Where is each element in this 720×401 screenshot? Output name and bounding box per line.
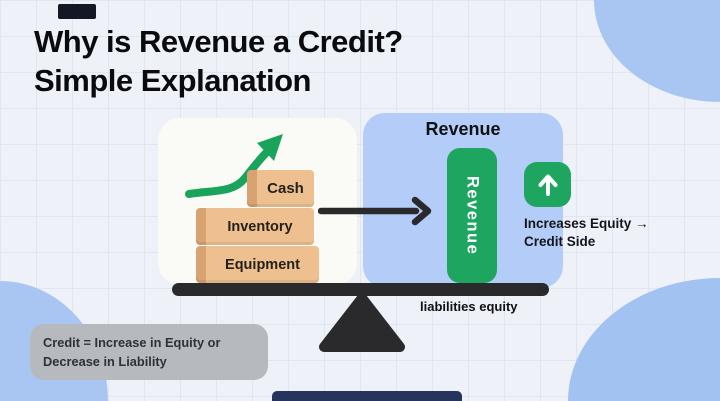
annotation-line-2: Credit Side	[524, 233, 596, 249]
asset-box-inventory-label: Inventory	[227, 218, 293, 235]
increase-arrow-icon	[524, 162, 571, 207]
balance-fulcrum-icon	[319, 293, 405, 352]
scale-caption: liabilities equity	[420, 299, 518, 314]
title-line-1: Why is Revenue a Credit?	[34, 24, 403, 59]
credit-side-annotation: Increases Equity → Credit Side	[524, 215, 684, 250]
page-title: Why is Revenue a Credit? Simple Explanat…	[34, 22, 403, 100]
title-line-2: Simple Explanation	[34, 63, 311, 98]
credit-definition-note: Credit = Increase in Equity or Decrease …	[30, 324, 268, 380]
annotation-line-1: Increases Equity →	[524, 216, 649, 231]
revenue-bar-label: Revenue	[463, 175, 482, 256]
asset-box-equipment-label: Equipment	[225, 256, 300, 273]
asset-box-cash: Cash	[247, 170, 314, 207]
asset-box-cash-label: Cash	[267, 180, 304, 197]
balance-beam	[172, 283, 549, 296]
asset-box-equipment: Equipment	[196, 246, 319, 283]
revenue-bar: Revenue	[447, 148, 497, 283]
note-line-2: Decrease in Liability	[43, 354, 167, 369]
corner-blob-top-right	[594, 0, 720, 102]
bottom-edge-mark	[272, 391, 462, 401]
corner-blob-bottom-right	[568, 278, 720, 401]
transfer-arrow-icon	[318, 196, 432, 226]
note-line-1: Credit = Increase in Equity or	[43, 335, 221, 350]
growth-arrow-icon	[185, 134, 283, 198]
top-edge-mark	[58, 4, 96, 19]
revenue-panel-title: Revenue	[425, 119, 501, 139]
asset-box-inventory: Inventory	[196, 208, 314, 245]
